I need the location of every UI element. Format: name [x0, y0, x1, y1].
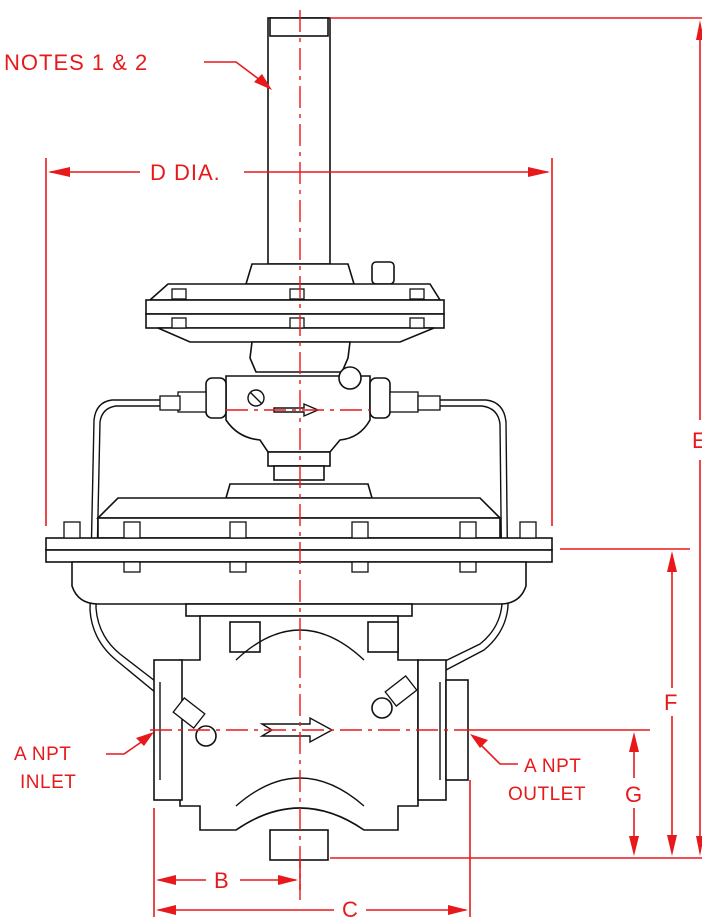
notes-label: NOTES 1 & 2: [4, 50, 148, 75]
pilot-lower-case: [157, 327, 435, 343]
main-flange-top: [45, 537, 553, 551]
pilot-stem-lower: [273, 465, 325, 481]
pilot-flow-arrow: [273, 402, 320, 418]
b-label: B: [214, 868, 230, 893]
body-boss-left: [229, 621, 261, 653]
pilot-stem: [267, 451, 331, 467]
inlet-label: INLET: [20, 772, 76, 793]
main-bolts: [63, 521, 537, 573]
dimension-labels: NOTES 1 & 2 D DIA. E F G B C A NPT INLET…: [4, 50, 702, 917]
f-label: F: [664, 690, 678, 715]
main-flange-bottom: [45, 549, 553, 563]
c-label: C: [342, 897, 359, 917]
adjusting-cap: [269, 17, 329, 37]
actuator-lower-case: [71, 561, 527, 605]
outlet-label: OUTLET: [508, 784, 586, 805]
pilot-plug: [338, 366, 362, 390]
g-label: G: [625, 782, 643, 807]
valve-body: [179, 615, 419, 831]
d-dia-label: D DIA.: [150, 160, 221, 185]
pilot-left-cap: [205, 377, 227, 419]
regulator-body: [45, 17, 553, 861]
body-boss-right: [367, 621, 399, 653]
vent-plug: [371, 261, 395, 285]
pilot-flange-top: [145, 299, 445, 315]
pilot-fittings: [159, 391, 441, 413]
pilot-right-cap: [369, 377, 391, 419]
dimension-lines: [45, 17, 702, 917]
pilot-port: [247, 389, 265, 407]
inlet-size-label: A NPT: [14, 744, 71, 765]
bottom-plug: [269, 829, 329, 861]
pilot-bolts: [171, 288, 425, 329]
outlet-size-label: A NPT: [524, 756, 581, 777]
center-lines: [150, 10, 470, 900]
e-label: E: [692, 428, 702, 453]
actuator-upper-band: [97, 517, 501, 539]
tube-end-fittings: [172, 674, 418, 747]
flow-arrow: [259, 716, 334, 744]
spring-column: [267, 17, 331, 265]
actuator-top: [96, 497, 502, 519]
outlet-leader: [473, 737, 518, 765]
actuator-bonnet: [185, 603, 413, 617]
notes-leader: [204, 61, 269, 87]
actuator-boss: [224, 483, 374, 499]
sensing-tubes: [89, 399, 509, 717]
